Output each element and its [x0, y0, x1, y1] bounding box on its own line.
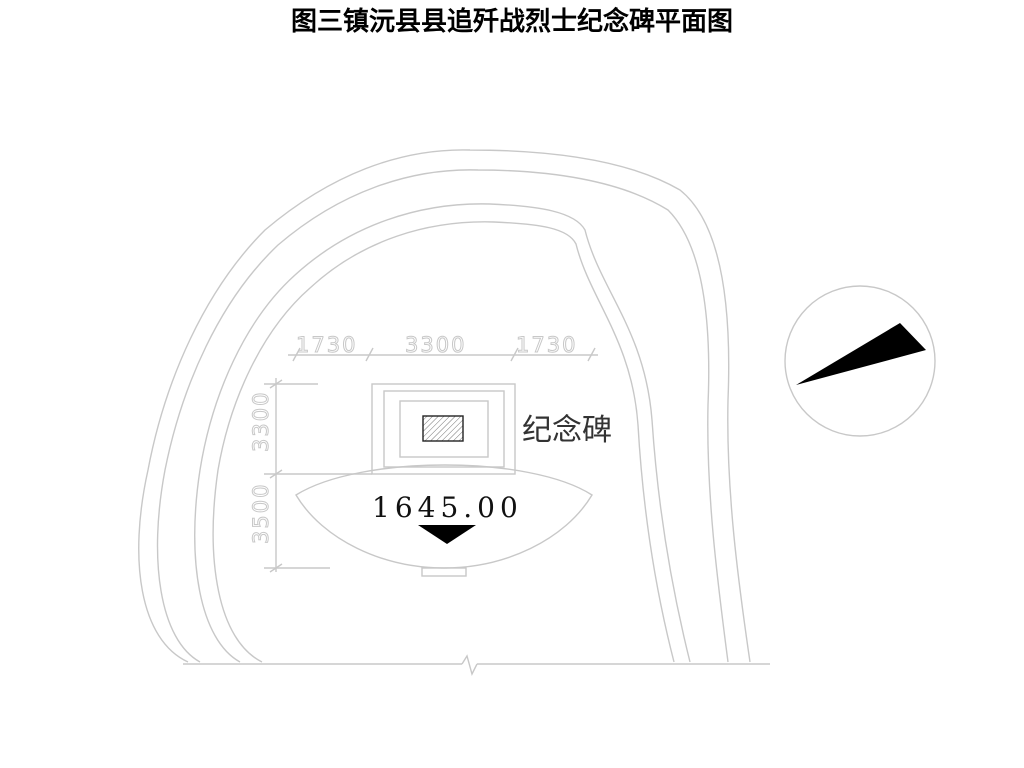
north-arrow-icon [784, 285, 936, 437]
plaza-outline [295, 464, 593, 569]
break-line-icon [461, 654, 478, 676]
ground-line [183, 654, 770, 676]
monument-label: 纪念碑 [522, 413, 612, 448]
contour-outer [138, 149, 751, 663]
north-arrow-pointer [796, 323, 926, 385]
north-arrow-circle [784, 285, 936, 437]
contour-middle [156, 169, 729, 663]
monument-base-icon [422, 415, 464, 442]
dim-tick [292, 347, 301, 362]
contour-inner-b [212, 221, 675, 663]
contour-inner-a [194, 203, 691, 663]
plaza [295, 464, 593, 577]
dim-left-bottom: 3500 [249, 483, 273, 544]
platform-outer [371, 383, 516, 475]
platform-middle [383, 390, 505, 468]
terrain-contours [138, 149, 751, 663]
elevation-triangle-icon [418, 525, 476, 544]
dim-left-top: 3300 [249, 391, 273, 452]
plaza-step [421, 567, 467, 577]
dim-tick [365, 347, 374, 362]
page-title: 图三镇沅县县追歼战烈士纪念碑平面图 [290, 7, 733, 37]
dim-tick [510, 347, 519, 362]
monument-platform [371, 383, 516, 475]
dim-top-left: 1730 [296, 333, 357, 357]
left-dimension [264, 378, 372, 573]
elevation-value: 1645.00 [372, 491, 523, 524]
platform-inner [399, 400, 489, 458]
dim-top-center: 3300 [405, 333, 466, 357]
top-dimension [288, 347, 598, 362]
dim-tick [269, 563, 283, 573]
dim-top-right: 1730 [516, 333, 577, 357]
dim-tick [587, 347, 596, 362]
dim-tick [269, 469, 283, 479]
dim-tick [269, 379, 283, 389]
